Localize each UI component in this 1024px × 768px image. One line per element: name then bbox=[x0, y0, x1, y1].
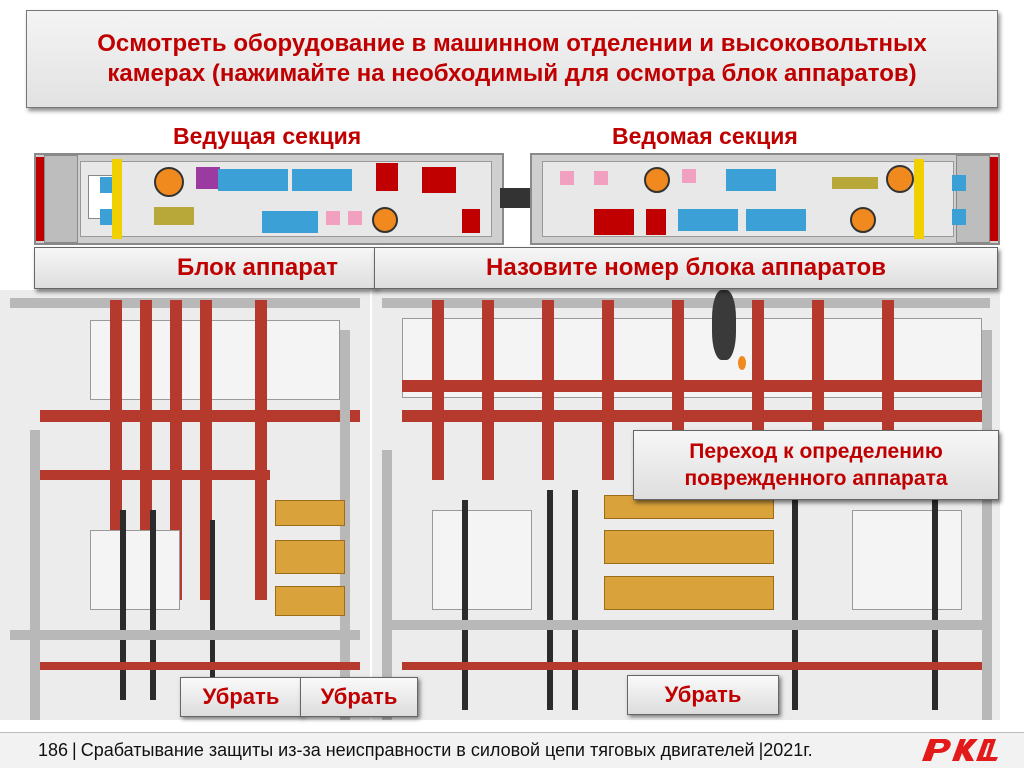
reactor-block[interactable] bbox=[376, 163, 398, 191]
compressor-unit[interactable] bbox=[154, 207, 194, 225]
motor-fan[interactable] bbox=[850, 207, 876, 233]
transformer-block[interactable] bbox=[594, 209, 634, 235]
switch-unit bbox=[90, 530, 180, 610]
apparatus-block-4[interactable] bbox=[726, 169, 776, 191]
page-title: Осмотреть оборудование в машинном отделе… bbox=[26, 10, 998, 108]
smoke-indicator bbox=[712, 290, 736, 360]
relay bbox=[594, 171, 608, 185]
footer-year: |2021г. bbox=[758, 740, 813, 760]
rear-coupler bbox=[990, 157, 998, 241]
cab-panel bbox=[112, 159, 122, 239]
apparatus-block-6[interactable] bbox=[746, 209, 806, 231]
leading-section-label: Ведущая секция bbox=[173, 123, 362, 149]
relay bbox=[326, 211, 340, 225]
apparatus-block-view-left[interactable] bbox=[0, 290, 370, 720]
apparatus-block-view-right[interactable] bbox=[372, 290, 1000, 720]
goto-damaged-apparatus-button[interactable]: Переход к определению поврежденного аппа… bbox=[633, 430, 999, 500]
terminal-plate bbox=[275, 540, 345, 574]
relay bbox=[560, 171, 574, 185]
leading-section-plan[interactable] bbox=[34, 153, 504, 245]
resistor-block[interactable] bbox=[462, 209, 480, 233]
footer-separator: | bbox=[72, 740, 77, 760]
terminal-plate bbox=[604, 530, 774, 564]
terminal-plate bbox=[275, 586, 345, 616]
cab-seat bbox=[100, 209, 114, 225]
remove-button-2[interactable]: Убрать bbox=[300, 677, 418, 717]
transformer-block[interactable] bbox=[422, 167, 456, 193]
front-coupler bbox=[36, 157, 44, 241]
footer: 186 | Срабатывание защиты из-за неисправ… bbox=[0, 732, 1024, 768]
section-coupling bbox=[500, 188, 534, 208]
motor-fan[interactable] bbox=[372, 207, 398, 233]
apparatus-block-1[interactable] bbox=[218, 169, 288, 191]
cab-seat bbox=[952, 209, 966, 225]
contactor-panel bbox=[90, 320, 340, 400]
remove-button-3[interactable]: Убрать bbox=[627, 675, 779, 715]
contactor-block[interactable] bbox=[196, 167, 220, 189]
trailing-section-plan[interactable] bbox=[530, 153, 1000, 245]
block-label-bar[interactable]: Блок аппарат bbox=[34, 247, 376, 289]
trailing-section-label: Ведомая секция bbox=[612, 123, 798, 149]
apparatus-block-3[interactable] bbox=[262, 211, 318, 233]
footer-text: Срабатывание защиты из-за неисправности … bbox=[80, 740, 755, 760]
fire-indicator bbox=[738, 356, 746, 370]
name-block-prompt[interactable]: Назовите номер блока аппаратов bbox=[374, 247, 998, 289]
compressor-unit[interactable] bbox=[832, 177, 878, 189]
apparatus-block-5[interactable] bbox=[678, 209, 738, 231]
remove-button-1[interactable]: Убрать bbox=[180, 677, 302, 717]
page-number: 186 bbox=[38, 740, 69, 760]
rzd-logo-icon bbox=[922, 739, 998, 761]
trailing-cab bbox=[956, 155, 990, 243]
cab-seat bbox=[952, 175, 966, 191]
switch-unit bbox=[852, 510, 962, 610]
terminal-plate bbox=[604, 576, 774, 610]
leading-cab bbox=[44, 155, 78, 243]
terminal-plate bbox=[275, 500, 345, 526]
relay bbox=[348, 211, 362, 225]
motor-fan[interactable] bbox=[154, 167, 184, 197]
motor-fan[interactable] bbox=[644, 167, 670, 193]
apparatus-block-2[interactable] bbox=[292, 169, 352, 191]
reactor-block[interactable] bbox=[646, 209, 666, 235]
switch-unit bbox=[432, 510, 532, 610]
cab-panel bbox=[914, 159, 924, 239]
relay bbox=[682, 169, 696, 183]
motor-fan[interactable] bbox=[886, 165, 914, 193]
cab-seat bbox=[100, 177, 114, 193]
